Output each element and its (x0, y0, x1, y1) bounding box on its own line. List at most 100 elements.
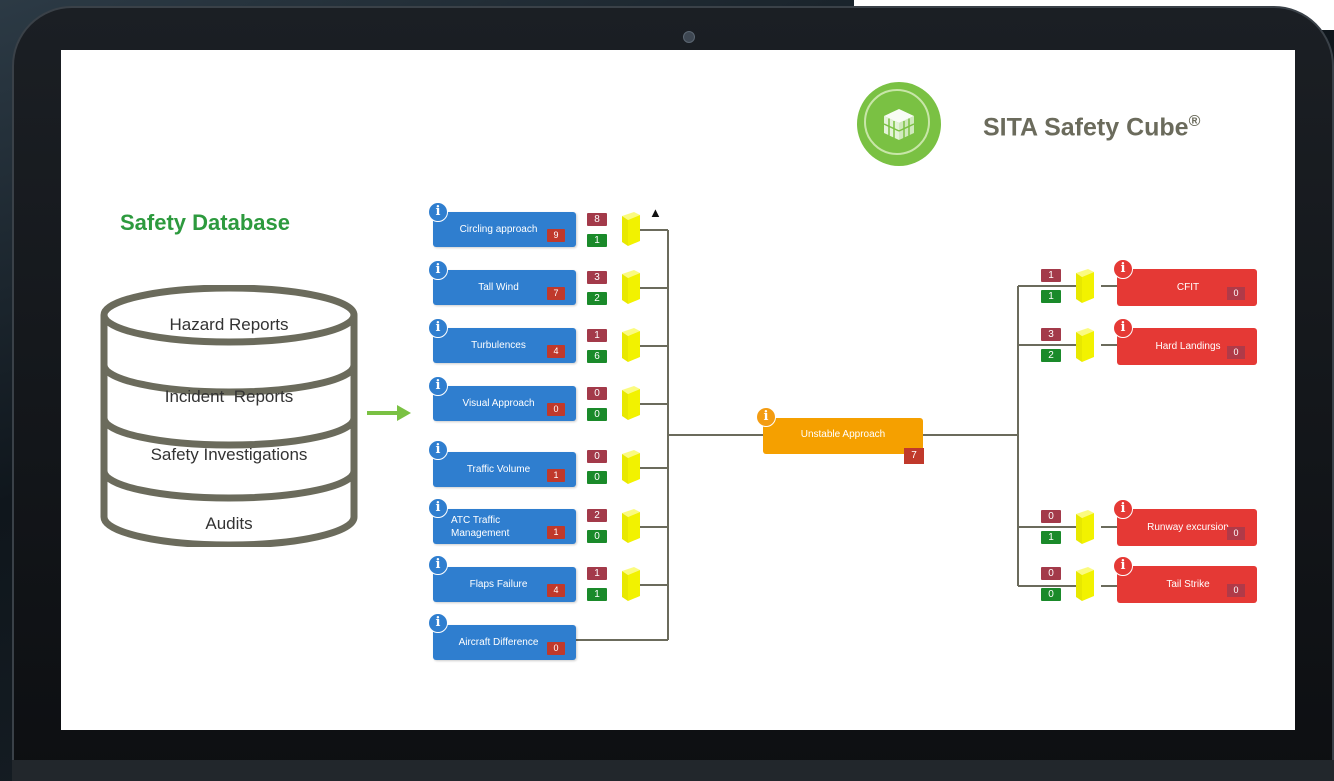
info-icon[interactable]: i (428, 376, 448, 396)
arrow-right-icon (367, 405, 411, 421)
laptop-bottom-bezel (12, 760, 1334, 781)
info-icon[interactable]: i (1113, 556, 1133, 576)
barrier-icon[interactable] (1076, 269, 1094, 303)
info-icon[interactable]: i (428, 440, 448, 460)
database-layer-safety-investigations: Safety Investigations (150, 445, 308, 464)
consequence-box-runway-excursion[interactable]: Runway excursion 0 (1117, 509, 1257, 546)
barrier-icon[interactable] (622, 450, 640, 484)
barrier-pass-count: 0 (1041, 588, 1061, 601)
barrier-icon[interactable] (1076, 567, 1094, 601)
barrier-fail-count: 8 (587, 213, 607, 226)
cause-label: Aircraft Difference (458, 637, 539, 648)
barrier-fail-count: 3 (587, 271, 607, 284)
top-event-unstable-approach[interactable]: Unstable Approach 7 (763, 418, 924, 464)
cause-count-badge: 7 (547, 287, 565, 300)
barrier-fail-count: 1 (587, 567, 607, 580)
info-icon[interactable]: i (1113, 318, 1133, 338)
consequence-count-badge: 0 (1227, 287, 1245, 300)
barrier-fail-count: 2 (587, 509, 607, 522)
consequence-box-cfit[interactable]: CFIT 0 (1117, 269, 1257, 306)
cause-label: ATC Traffic Management (451, 514, 510, 539)
barrier-pass-count: 0 (587, 471, 607, 484)
info-icon[interactable]: i (1113, 259, 1133, 279)
barrier-pass-count: 1 (1041, 290, 1061, 303)
cube-glyph (883, 109, 915, 140)
cause-box-traffic-volume[interactable]: Traffic Volume 1 (433, 452, 576, 487)
cause-label: Turbulences (471, 340, 526, 351)
cause-box-aircraft-difference[interactable]: Aircraft Difference 0 (433, 625, 576, 660)
barrier-pass-count: 2 (1041, 349, 1061, 362)
consequence-count-badge: 0 (1227, 346, 1245, 359)
cause-count-badge: 0 (547, 642, 565, 655)
top-event-label: Unstable Approach (800, 429, 886, 440)
consequence-label: Runway excursion (1147, 522, 1229, 533)
info-icon[interactable]: i (428, 202, 448, 222)
database-layer-audits: Audits (205, 514, 253, 533)
barrier-fail-count: 0 (1041, 510, 1061, 523)
barrier-icon[interactable] (1076, 510, 1094, 544)
info-icon[interactable]: i (756, 407, 776, 427)
barrier-fail-count: 0 (1041, 567, 1061, 580)
barrier-pass-count: 2 (587, 292, 607, 305)
cause-count-badge: 1 (547, 469, 565, 482)
barrier-pass-count: 6 (587, 350, 607, 363)
consequence-box-hard-landings[interactable]: Hard Landings 0 (1117, 328, 1257, 365)
consequence-count-badge: 0 (1227, 584, 1245, 597)
connector-lines (576, 229, 1117, 641)
barrier-fail-count: 1 (1041, 269, 1061, 282)
laptop-screen: SITA Safety Cube® Safety Database Hazard… (61, 50, 1295, 730)
cause-box-flaps-failure[interactable]: Flaps Failure 4 (433, 567, 576, 602)
consequence-box-tail-strike[interactable]: Tail Strike 0 (1117, 566, 1257, 603)
cause-box-turbulences[interactable]: Turbulences 4 (433, 328, 576, 363)
cause-box-circling-approach[interactable]: Circling approach 9 (433, 212, 576, 247)
cause-count-badge: 4 (547, 345, 565, 358)
cause-label: Circling approach (459, 224, 538, 235)
info-icon[interactable]: i (428, 318, 448, 338)
top-event-count-badge: 7 (904, 448, 924, 464)
barrier-icon[interactable] (622, 212, 640, 246)
consequence-label: Tail Strike (1166, 579, 1210, 590)
consequence-label: CFIT (1176, 282, 1200, 293)
info-icon[interactable]: i (428, 498, 448, 518)
barrier-icon[interactable] (622, 386, 640, 420)
barrier-fail-count: 0 (587, 450, 607, 463)
cause-box-visual-approach[interactable]: Visual Approach 0 (433, 386, 576, 421)
cause-count-badge: 0 (547, 403, 565, 416)
database-title: Safety Database (120, 210, 290, 235)
info-icon[interactable]: i (1113, 499, 1133, 519)
barrier-pass-count: 0 (587, 408, 607, 421)
barrier-pass-count: 1 (587, 234, 607, 247)
cause-label: Tall Wind (478, 282, 519, 293)
database-cylinder (100, 285, 358, 547)
info-icon[interactable]: i (428, 260, 448, 280)
camera-icon (683, 31, 695, 43)
logo-ring (864, 89, 930, 155)
barrier-icon[interactable] (622, 328, 640, 362)
barrier-pass-count: 1 (587, 588, 607, 601)
cause-label: Flaps Failure (469, 579, 528, 590)
database-layer-incident-reports: Incident Reports (164, 387, 294, 406)
consequence-count-badge: 0 (1227, 527, 1245, 540)
cause-box-atc-traffic-management[interactable]: ATC Traffic Management 1 (433, 509, 576, 544)
brand-title: SITA Safety Cube® (983, 113, 1201, 142)
cube-icon (857, 82, 941, 166)
info-icon[interactable]: i (428, 613, 448, 633)
cause-label: Traffic Volume (466, 464, 531, 475)
barrier-icon[interactable] (622, 509, 640, 543)
barrier-pass-count: 1 (1041, 531, 1061, 544)
cause-count-badge: 9 (547, 229, 565, 242)
barrier-icon[interactable] (1076, 328, 1094, 362)
cause-box-tall-wind[interactable]: Tall Wind 7 (433, 270, 576, 305)
warning-icon: ▲ (649, 205, 662, 220)
barrier-icon[interactable] (622, 270, 640, 304)
barrier-icon[interactable] (622, 567, 640, 601)
registered-mark: ® (1188, 113, 1201, 130)
barrier-fail-count: 0 (587, 387, 607, 400)
barrier-pass-count: 0 (587, 530, 607, 543)
cause-count-badge: 1 (547, 526, 565, 539)
barrier-fail-count: 1 (587, 329, 607, 342)
info-icon[interactable]: i (428, 555, 448, 575)
cause-label: Visual Approach (462, 398, 535, 409)
barrier-fail-count: 3 (1041, 328, 1061, 341)
database-layer-hazard-reports: Hazard Reports (169, 315, 289, 334)
